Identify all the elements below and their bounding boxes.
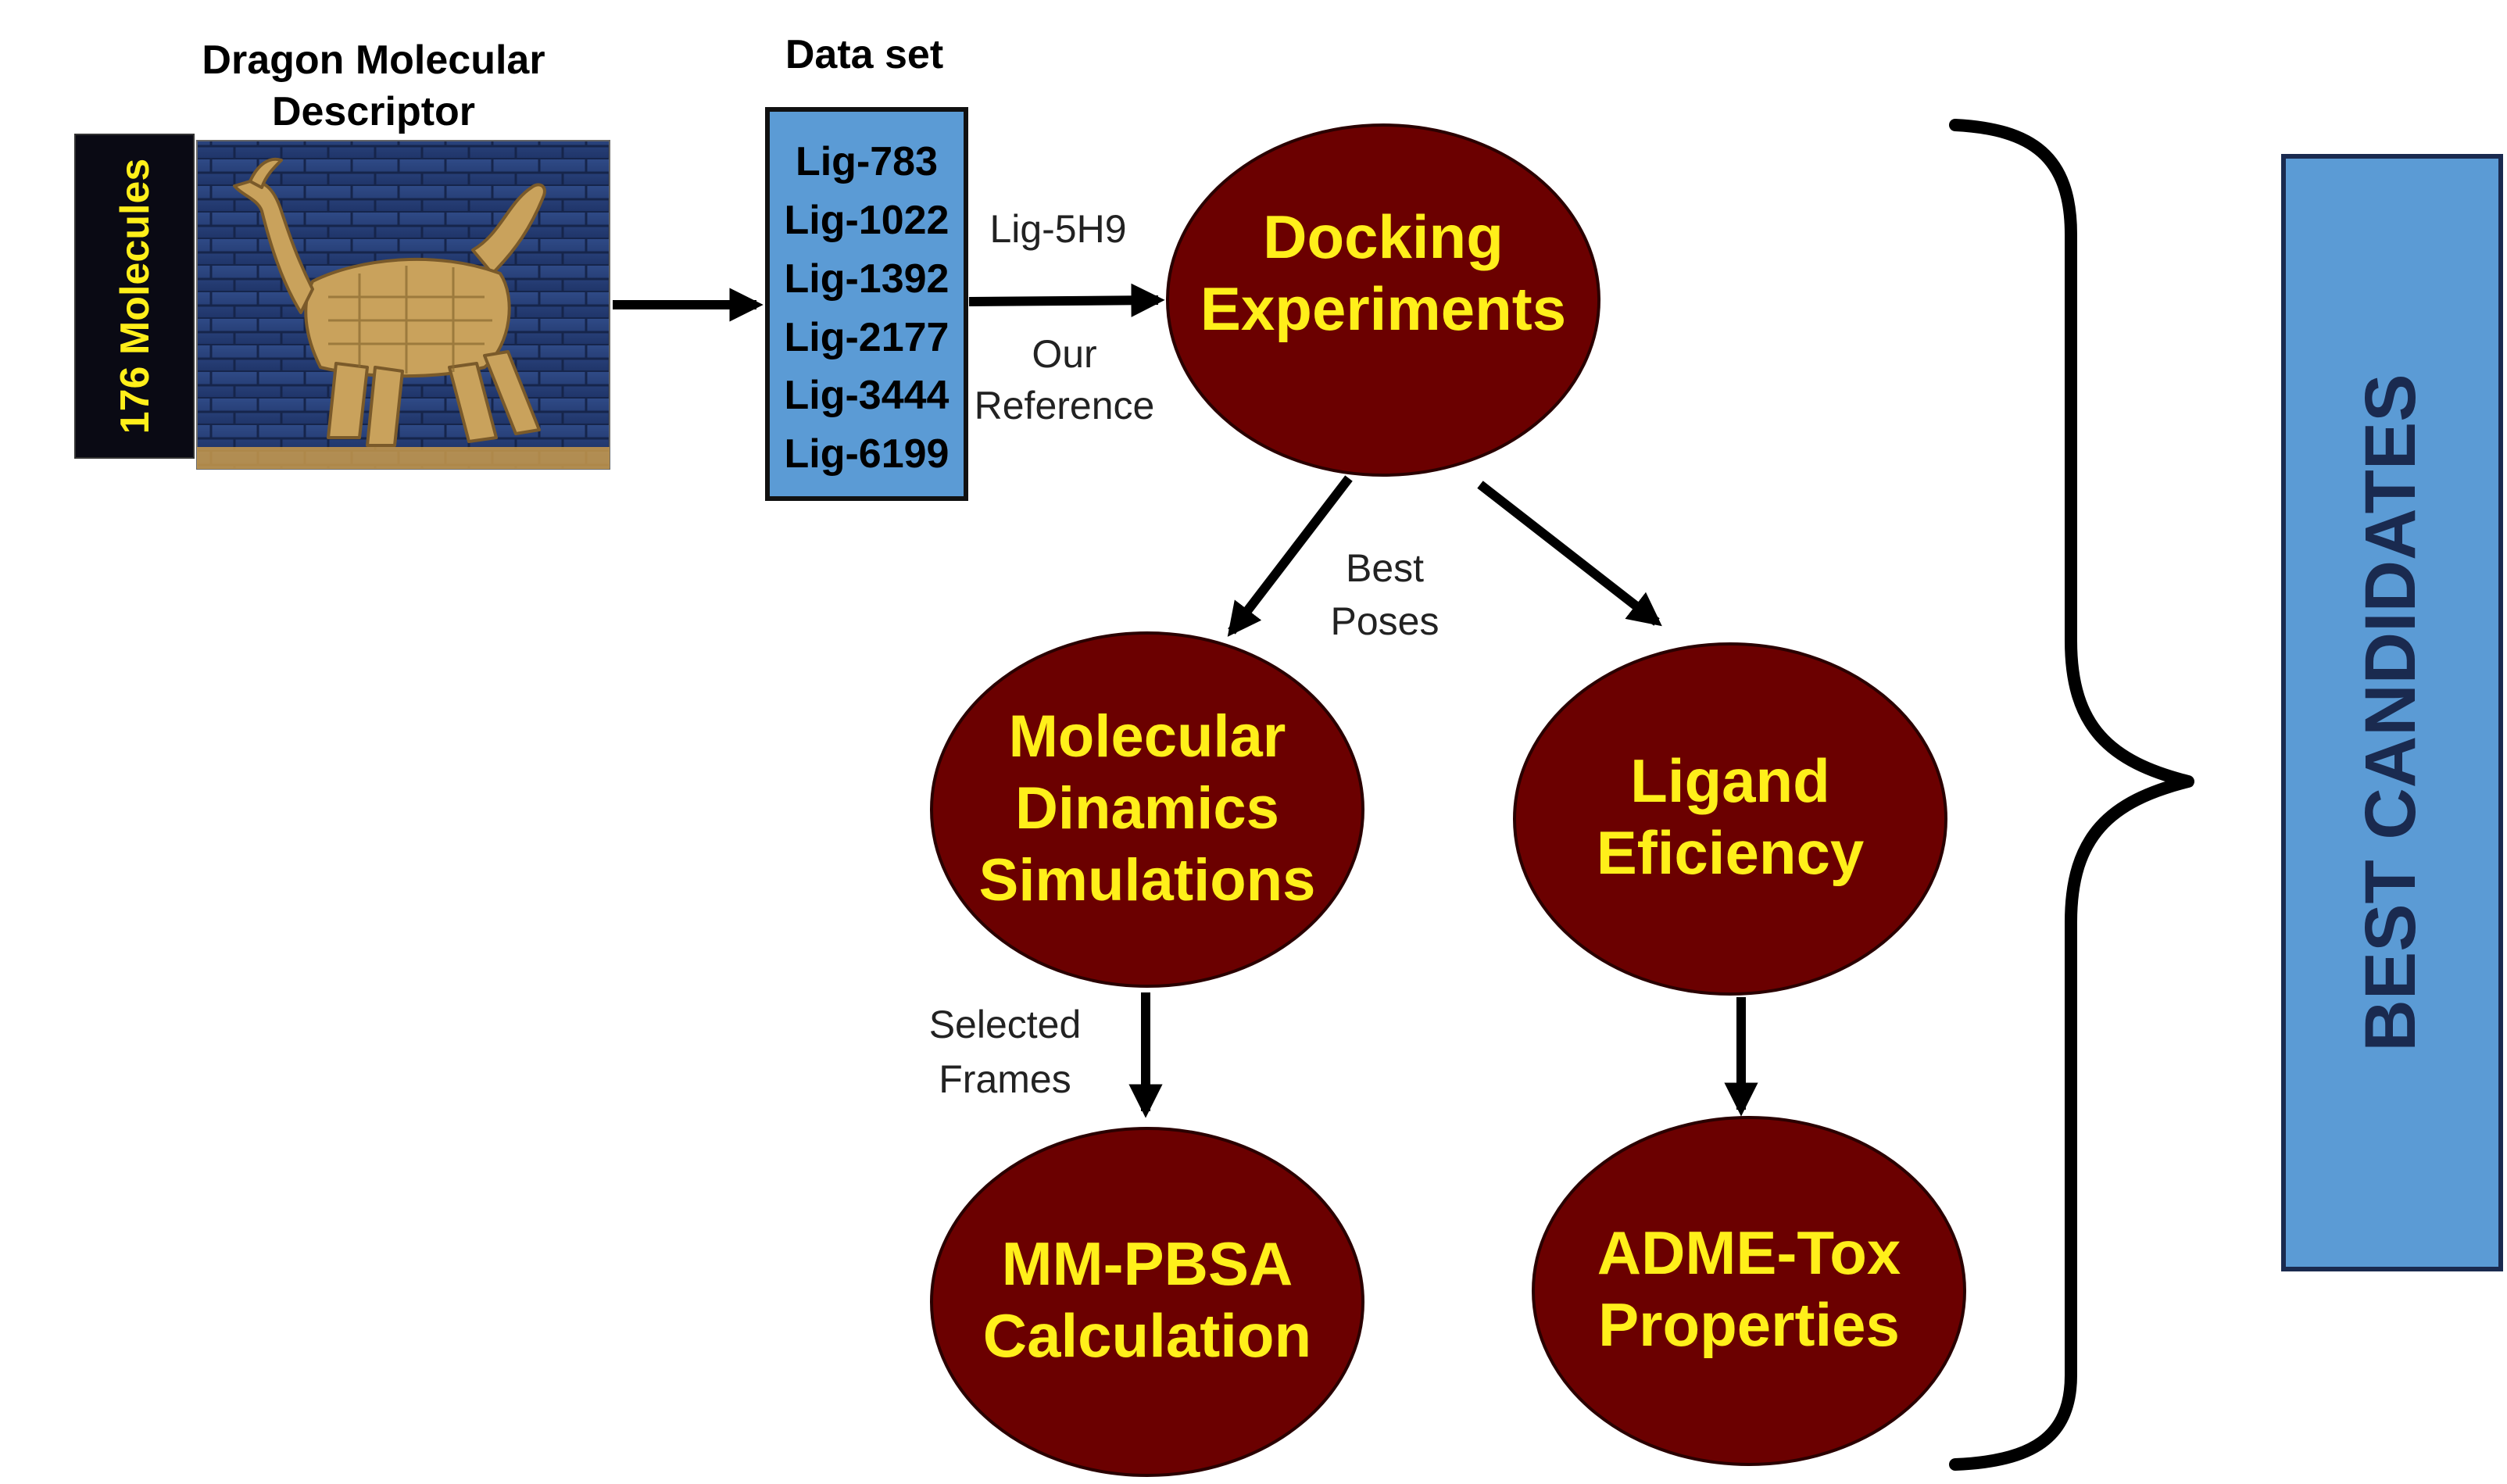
molecule-count-label: 176 Molecules [113,159,158,434]
dataset-block: Data set Lig-783 Lig-1022 Lig-1392 Lig-2… [765,32,968,501]
ligand-efficiency-label-line1: Ligand [1630,746,1830,815]
best-candidates-label: BEST CANDIDATES [2351,374,2430,1051]
md-label-line1: Molecular [1009,703,1286,770]
docking-node: Docking Experiments [1166,123,1600,477]
ligand-efficiency-label-line2: Eficiency [1597,818,1865,887]
ligand-item: Lig-6199 [785,431,950,477]
docking-ellipse [1166,123,1600,477]
best-poses-label-line1: Best [1346,546,1424,590]
admet-node: ADME-Tox Properties [1532,1116,1966,1466]
mmpbsa-ellipse [930,1127,1364,1477]
dataset-box [765,107,968,501]
md-label-line2: Dinamics [1015,775,1279,842]
ligand-item: Lig-783 [796,139,938,184]
admet-ellipse [1532,1116,1966,1466]
molecular-dynamics-node: Molecular Dinamics Simulations [930,631,1364,988]
ligand-item: Lig-3444 [785,373,950,418]
docking-label-line1: Docking [1263,202,1504,271]
reference-ligand-label: Lig-5H9 [989,207,1126,251]
docking-to-ligand-efficiency-arrow [1477,481,1662,627]
best-candidates-box [2281,154,2503,1271]
ligand-efficiency-node: Ligand Eficiency [1513,642,1947,996]
best-candidates-block: BEST CANDIDATES [2281,154,2503,1271]
best-poses-label-line2: Poses [1331,599,1439,643]
md-label-line3: Simulations [979,847,1316,914]
admet-label-line1: ADME-Tox [1597,1218,1901,1287]
ligand-item: Lig-1392 [785,256,950,302]
dragon-descriptor-block: Dragon Molecular Descriptor 176 Molecule… [74,38,764,470]
dragon-title-line2: Descriptor [272,89,475,134]
selected-frames-label-line1: Selected [929,1003,1082,1046]
reference-caption-line1: Our [1032,332,1096,376]
ligand-efficiency-ellipse [1513,642,1947,996]
dataset-title: Data set [785,32,943,77]
mmpbsa-node: MM-PBSA Calculation [930,1127,1364,1477]
dataset-to-docking-arrow [968,283,1165,317]
dragon-title-line1: Dragon Molecular [202,38,545,83]
ligand-item: Lig-1022 [785,198,950,243]
reference-caption-line2: Reference [975,384,1155,427]
docking-label-line2: Experiments [1200,274,1566,343]
mmpbsa-label-line1: MM-PBSA [1002,1229,1293,1298]
dataset-to-docking-edge: Lig-5H9 Our Reference [968,207,1165,427]
md-ellipse [930,631,1364,988]
selected-frames-label-line2: Frames [939,1057,1071,1101]
molecule-count-bar [74,134,195,459]
admet-label-line2: Properties [1598,1290,1900,1359]
grouping-brace [1949,119,2194,1471]
docking-to-md-arrow [1227,475,1353,637]
mmpbsa-label-line2: Calculation [983,1301,1311,1370]
ligand-item: Lig-2177 [785,315,950,360]
dragon-image [196,140,610,470]
